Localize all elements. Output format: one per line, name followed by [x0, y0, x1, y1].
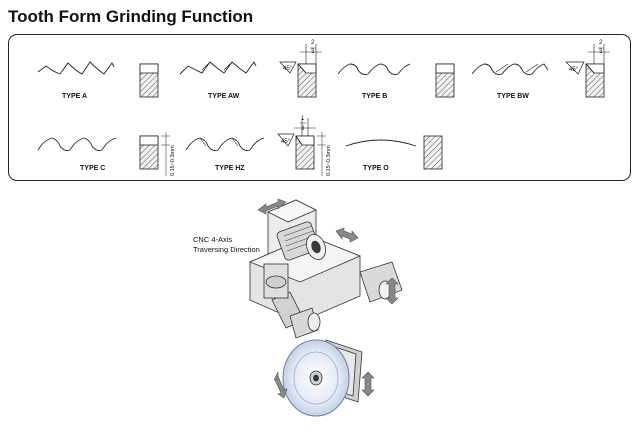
type-a-label: TYPE A: [62, 93, 87, 100]
type-b-tooth-section-icon: [435, 63, 455, 98]
grinding-machine-illustration: [248, 199, 403, 417]
axis-arrow-side: [385, 277, 399, 305]
type-hz-tooth-profile: [185, 137, 265, 151]
type-aw-tooth-profile: [179, 61, 257, 75]
type-c-label: TYPE C: [80, 165, 105, 172]
type-bw-tooth-section-icon: [565, 44, 610, 98]
cnc-axis-label: CNC 4-Axis Traversing Direction: [193, 235, 260, 255]
type-b-label: TYPE B: [362, 93, 387, 100]
axis-arrow-right: [335, 227, 359, 243]
axis-arrow-top: [257, 198, 287, 215]
type-hz-fraction-num: 1: [301, 116, 305, 122]
type-c-tooth-profile: [37, 137, 117, 151]
type-o-label: TYPE O: [363, 165, 389, 172]
type-hz-label: TYPE HZ: [215, 165, 245, 172]
cnc-axis-label-line2: Traversing Direction: [193, 245, 260, 254]
axis-arrow-wheel-left: [273, 371, 288, 399]
type-bw-fraction-num: 2: [599, 40, 603, 46]
tooth-types-panel: [8, 34, 631, 181]
page-title: Tooth Form Grinding Function: [8, 7, 254, 26]
type-a-tooth-section-icon: [139, 63, 159, 98]
axis-arrow-wheel-right: [361, 371, 375, 397]
type-bw-tooth-profile: [471, 63, 549, 75]
type-a-tooth-profile: [37, 61, 115, 75]
type-hz-angle-label: 45°: [281, 139, 291, 145]
type-hz-depth-label: 0.15~0.3mm: [326, 145, 332, 176]
type-aw-angle-label: 45°: [283, 66, 293, 72]
type-b-tooth-profile: [337, 63, 411, 75]
type-hz-fraction-den: 3: [301, 126, 305, 132]
type-aw-fraction-den: 3: [311, 49, 315, 55]
type-bw-fraction-den: 3: [599, 49, 603, 55]
cnc-axis-label-line1: CNC 4-Axis: [193, 235, 233, 244]
type-o-tooth-profile: [345, 139, 417, 147]
type-hz-tooth-section-icon: [277, 118, 326, 176]
type-c-depth-label: 0.15~0.3mm: [170, 145, 176, 176]
type-o-tooth-section-icon: [423, 135, 443, 170]
type-aw-label: TYPE AW: [208, 93, 240, 100]
type-aw-fraction-num: 2: [311, 40, 315, 46]
type-bw-angle-label: 45°: [569, 67, 579, 73]
type-c-tooth-section-icon: [139, 132, 170, 176]
type-aw-tooth-section-icon: [279, 44, 322, 98]
type-bw-label: TYPE BW: [497, 93, 529, 100]
